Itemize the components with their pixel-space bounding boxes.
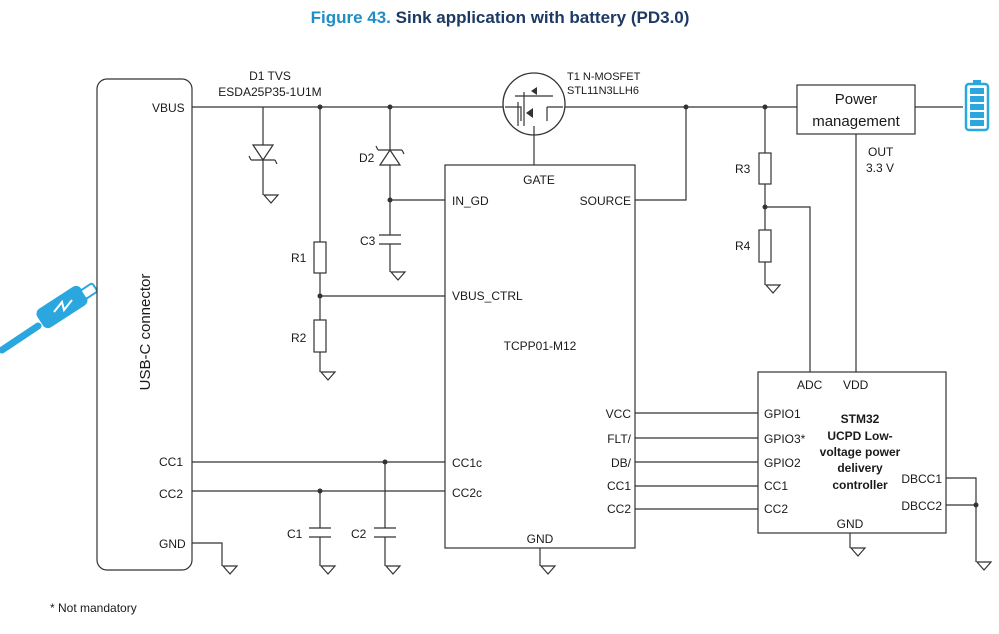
c1-label: C1	[287, 527, 303, 541]
r3-label: R3	[735, 162, 751, 176]
t1-name: T1 N-MOSFET	[567, 71, 641, 83]
stm32-controller	[757, 371, 947, 534]
d1-tvs-diode	[248, 107, 279, 204]
d1-name: D1 TVS	[249, 69, 291, 83]
c2-capacitor	[374, 462, 401, 575]
footnote: * Not mandatory	[50, 601, 137, 615]
stm32-title-1: STM32	[841, 412, 880, 426]
figure-caption: Sink application with battery (PD3.0)	[391, 8, 690, 27]
stm32-adc-pin: ADC	[797, 378, 823, 392]
stm32-cc2-pin: CC2	[764, 502, 788, 516]
tcpp-cc1c-pin: CC1c	[452, 456, 482, 470]
d2-label: D2	[359, 151, 375, 165]
power-management-line1: Power	[835, 91, 878, 108]
stm32-cc1-pin: CC1	[764, 479, 788, 493]
tcpp-vbus-ctrl-pin: VBUS_CTRL	[452, 289, 523, 303]
stm32-dbcc2-pin: DBCC2	[901, 499, 942, 513]
figure-number: Figure 43.	[311, 8, 391, 27]
pin-cc2-label: CC2	[159, 487, 183, 501]
c2-label: C2	[351, 527, 367, 541]
stm32-vdd-pin: VDD	[843, 378, 869, 392]
tcpp-source-pin: SOURCE	[580, 194, 631, 208]
pin-gnd-label: GND	[159, 537, 186, 551]
c3-capacitor	[379, 234, 406, 281]
tcpp-vcc-pin: VCC	[606, 407, 632, 421]
d2-zener-diode	[375, 107, 405, 235]
c1-capacitor	[309, 491, 336, 575]
r3-resistor	[758, 152, 772, 185]
power-out-voltage: 3.3 V	[866, 161, 894, 175]
r1-label: R1	[291, 251, 307, 265]
power-management-line2: management	[812, 113, 900, 130]
tcpp-name: TCPP01-M12	[504, 339, 577, 353]
r2-resistor	[313, 319, 327, 353]
tcpp-gate-pin: GATE	[523, 173, 555, 187]
stm32-title-2: UCPD Low-	[827, 429, 892, 443]
tcpp01-m12-chip	[444, 164, 636, 549]
stm32-gpio1-pin: GPIO1	[764, 407, 801, 421]
stm32-title-4: delivery	[837, 461, 883, 475]
stm32-gpio2-pin: GPIO2	[764, 456, 801, 470]
tcpp-stm32-signals	[635, 412, 758, 510]
stm32-gpio3-pin: GPIO3*	[764, 432, 806, 446]
tcpp-db-pin: DB/	[611, 456, 632, 470]
stm32-title-5: controller	[832, 478, 888, 492]
tcpp-in-gd-pin: IN_GD	[452, 194, 489, 208]
stm32-title-3: voltage power	[820, 445, 901, 459]
figure-title: Figure 43. Sink application with battery…	[311, 8, 690, 27]
stm32-gnd-pin: GND	[837, 517, 864, 531]
pin-vbus-label: VBUS	[152, 101, 185, 115]
tcpp-flt-pin: FLT/	[607, 432, 631, 446]
usb-c-connector-label: USB-C connector	[137, 274, 154, 391]
battery-icon	[964, 80, 990, 132]
usb-cable-icon	[0, 282, 98, 354]
tcpp-cc2-pin: CC2	[607, 502, 631, 516]
t1-mosfet	[502, 72, 566, 165]
t1-part: STL11N3LLH6	[567, 85, 639, 97]
r2-label: R2	[291, 331, 307, 345]
d1-part: ESDA25P35-1U1M	[218, 85, 321, 99]
stm32-dbcc1-pin: DBCC1	[901, 472, 942, 486]
tcpp-cc1-pin: CC1	[607, 479, 631, 493]
power-management-block	[796, 84, 916, 135]
tcpp-cc2c-pin: CC2c	[452, 486, 482, 500]
r4-label: R4	[735, 239, 751, 253]
pin-cc1-label: CC1	[159, 455, 183, 469]
c3-label: C3	[360, 234, 376, 248]
tcpp-gnd-pin: GND	[527, 532, 554, 546]
r4-resistor	[758, 229, 772, 263]
usb-c-connector	[96, 78, 193, 571]
r1-resistor	[313, 241, 327, 274]
power-out-label: OUT	[868, 145, 894, 159]
